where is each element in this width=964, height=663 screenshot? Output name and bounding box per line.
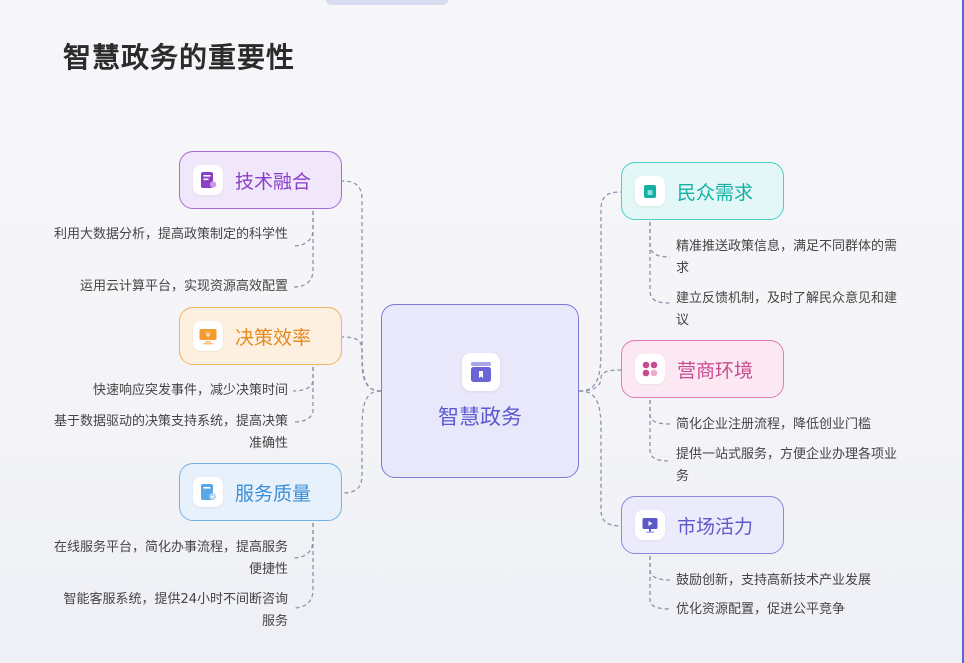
- right-edge-rule: [962, 0, 964, 663]
- apps-grid-icon: [635, 354, 665, 384]
- leaf-text: 提供一站式服务，方便企业办理各项业务: [676, 447, 898, 484]
- connector-tech-leaf-1: [292, 211, 314, 247]
- connector-biz-leaf-1: [649, 400, 671, 425]
- connector-dec-leaf-1: [292, 367, 314, 392]
- top-tab: [326, 0, 448, 5]
- node-label: 技术融合: [235, 170, 312, 193]
- node-label: 服务质量: [235, 482, 312, 505]
- node-label: 营商环境: [677, 359, 754, 382]
- document-icon: [193, 165, 223, 195]
- connector-svc-leaf-1: [292, 523, 314, 559]
- connector-tech-leaf-2: [292, 211, 314, 288]
- connector-center-public: [578, 191, 622, 392]
- page-title: 智慧政务的重要性: [63, 41, 296, 74]
- connector-center-market: [578, 390, 622, 527]
- leaf-text: 运用云计算平台，实现资源高效配置: [79, 279, 288, 294]
- connector-mkt-leaf-1: [649, 556, 671, 581]
- node-tech-fusion[interactable]: 技术融合: [179, 151, 342, 209]
- leaf-text: 利用大数据分析，提高政策制定的科学性: [53, 227, 288, 242]
- center-node[interactable]: 智慧政务: [381, 304, 579, 478]
- node-market-vitality[interactable]: 市场活力: [621, 496, 784, 554]
- monitor-icon: ¥: [193, 321, 223, 351]
- node-public-demand[interactable]: 民众需求: [621, 162, 784, 220]
- connector-pub-leaf-1: [649, 222, 671, 258]
- leaf-text: 建立反馈机制，及时了解民众意见和建议: [676, 291, 898, 328]
- node-business-environment[interactable]: 营商环境: [621, 340, 784, 398]
- leaf-text: 简化企业注册流程，降低创业门槛: [676, 417, 872, 432]
- node-decision-efficiency[interactable]: ¥ 决策效率: [179, 307, 342, 365]
- leaf-text: 基于数据驱动的决策支持系统，提高决策准确性: [53, 414, 288, 451]
- connector-center-decision: [341, 336, 382, 392]
- connector-dec-leaf-2: [292, 367, 314, 423]
- connector-svc-leaf-2: [292, 523, 314, 609]
- node-label: 市场活力: [677, 515, 754, 538]
- node-service-quality[interactable]: 服务质量: [179, 463, 342, 521]
- folder-icon: [462, 353, 500, 391]
- connector-center-tech: [341, 180, 382, 392]
- leaf-text: 精准推送政策信息，满足不同群体的需求: [676, 239, 898, 276]
- leaf-text: 鼓励创新，支持高新技术产业发展: [676, 573, 872, 588]
- connector-center-business: [578, 369, 622, 392]
- connector-mkt-leaf-2: [649, 556, 671, 610]
- connector-pub-leaf-2: [649, 222, 671, 304]
- presentation-icon: [635, 510, 665, 540]
- connector-biz-leaf-2: [649, 400, 671, 462]
- leaf-text: 快速响应突发事件，减少决策时间: [92, 383, 288, 398]
- connector-center-service: [341, 390, 382, 494]
- center-label: 智慧政务: [438, 405, 522, 429]
- node-label: 民众需求: [677, 181, 754, 204]
- leaf-text: 智能客服系统，提供24小时不间断咨询服务: [63, 592, 288, 629]
- leaf-text: 优化资源配置，促进公平竞争: [676, 602, 846, 617]
- shopping-bag-icon: [635, 176, 665, 206]
- svg-text:¥: ¥: [205, 331, 210, 340]
- leaf-text: 在线服务平台，简化办事流程，提高服务便捷性: [53, 540, 288, 577]
- node-label: 决策效率: [235, 326, 312, 349]
- file-check-icon: [193, 477, 223, 507]
